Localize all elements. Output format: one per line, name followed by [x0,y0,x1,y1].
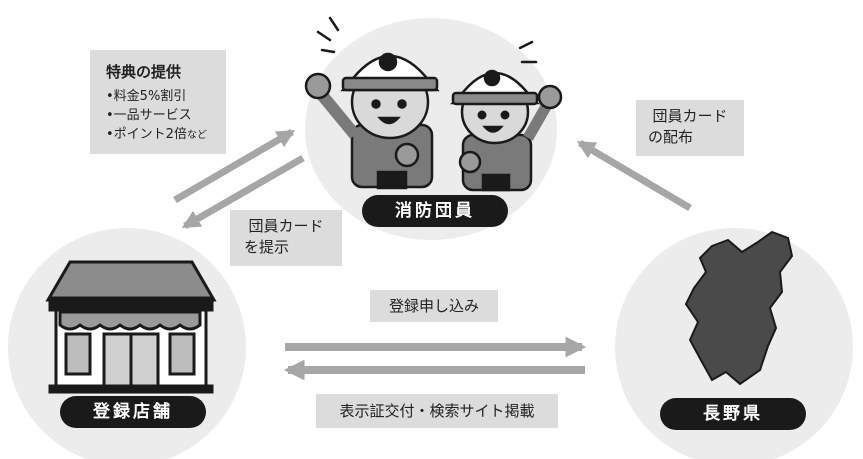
registration-note: 登録申し込み [370,290,498,322]
publish-note: 表示証交付・検索サイト掲載 [316,394,558,428]
present-card-line1: 団員カード [248,217,324,235]
benefit-item: •料金5%割引 [106,89,187,104]
firefighter-2 [449,69,563,192]
store-label: 登録店舗 [60,396,206,428]
present-card-line2: を提示 [244,238,290,256]
firefighters-label: 消防団員 [362,195,508,227]
distribute-card-arrow [576,139,692,212]
distribute-card-line2: の配布 [648,128,694,146]
present-card-arrow [181,154,305,230]
benefits-title: 特典の提供 [106,63,182,81]
present-card-note: 団員カード を提示 [230,210,342,266]
benefits-note: 特典の提供 •料金5%割引 •一品サービス •ポイント2倍など [90,50,226,154]
benefits-list: •料金5%割引 •一品サービス •ポイント2倍など [106,87,226,145]
benefit-item: •ポイント2倍など [106,127,207,142]
benefit-item: •一品サービス [106,108,192,123]
firefighter-1 [304,52,440,190]
prefecture-label: 長野県 [660,398,806,430]
distribute-card-note: 団員カード の配布 [636,100,744,156]
distribute-card-line1: 団員カード [652,107,728,125]
benefit-arrow [173,128,296,204]
